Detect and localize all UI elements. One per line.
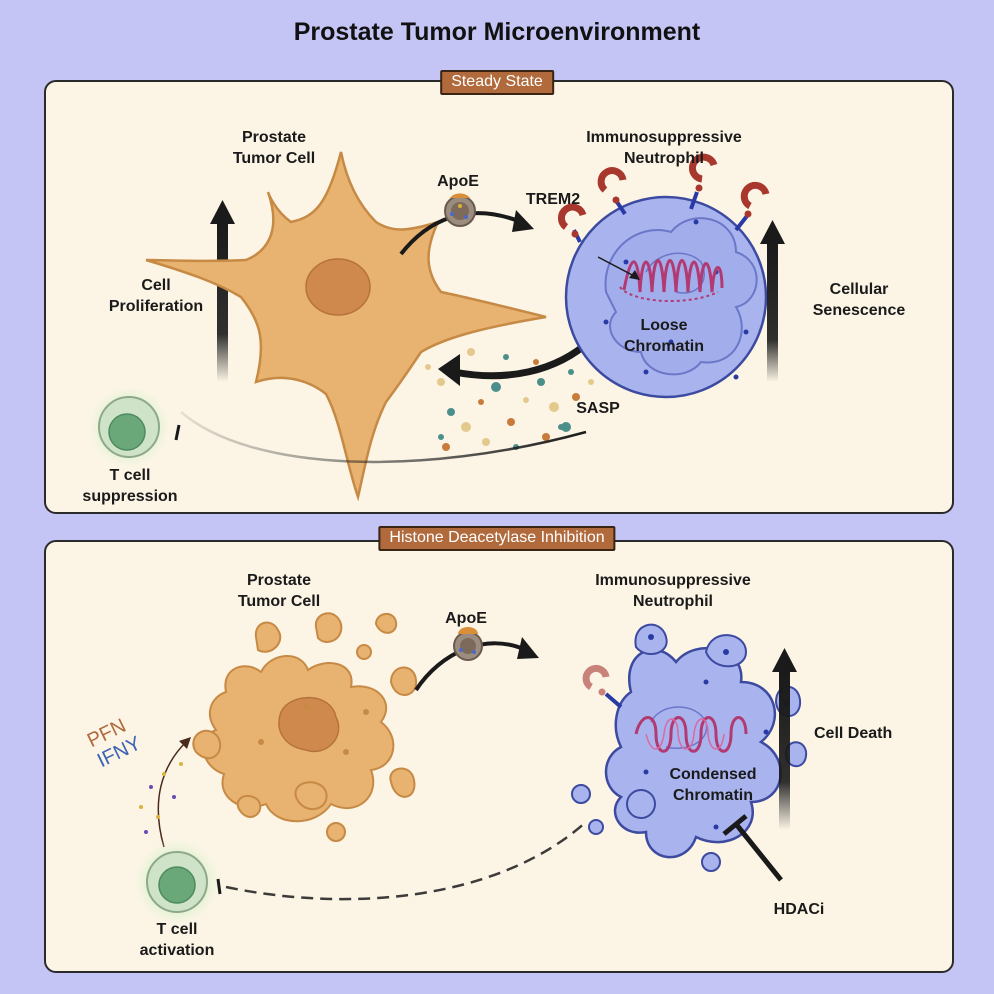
cell-death-label: Cell Death [814, 725, 893, 742]
t-cell [85, 383, 173, 471]
steady-state-panel: Prostate Tumor Cell Immunosuppressive Ne… [44, 80, 954, 514]
cell-proliferation-label-line1: Cell [141, 277, 171, 294]
cell-proliferation-arrow [210, 200, 235, 382]
condensed-chromatin [634, 716, 748, 753]
sasp-particles [425, 323, 600, 451]
cellular-senescence-label: Cellular Senescence [813, 279, 906, 321]
neutrophil-label-line2: Neutrophil [623, 150, 704, 167]
trem2-receptor [688, 153, 718, 210]
tcell-activation-label-line1: T cell [156, 921, 198, 938]
tumor-cell-label-line2: Tumor Cell [232, 150, 316, 167]
tcell-suppression-label-line1: T cell [109, 467, 151, 484]
condensed-chromatin-label-line1: Condensed [669, 766, 757, 783]
condensed-chromatin-label-line2: Chromatin [673, 787, 753, 804]
trem2-label: TREM2 [525, 191, 581, 208]
tumor-cell-label-line1: Prostate [246, 572, 312, 589]
hdac-inhibition-illustration [131, 612, 808, 928]
tumor-cell-label-line1: Prostate [241, 129, 307, 146]
steady-state-illustration [85, 151, 785, 502]
hdac-inhibition-panel: Prostate Tumor Cell Immunosuppressive Ne… [44, 540, 954, 973]
tcell-suppression-line [174, 411, 587, 464]
apoe-label: ApoE [437, 173, 479, 190]
apoe-particle [453, 627, 483, 661]
hdac-inhibition-badge: Histone Deacetylase Inhibition [378, 526, 616, 551]
trem2-signal-arrow [597, 256, 637, 278]
trem2-receptor [582, 664, 623, 709]
neutrophil-label: Immunosuppressive Neutrophil [595, 570, 751, 612]
trem2-receptor [597, 167, 627, 216]
prostate-tumor-cell [145, 151, 547, 502]
loose-chromatin [619, 259, 724, 302]
cellular-senescence-label-line1: Cellular [829, 281, 889, 298]
cell-death-arrow [772, 648, 797, 830]
tcell-suppression-label: T cell suppression [82, 465, 177, 507]
neutrophil-label-line1: Immunosuppressive [586, 129, 742, 146]
tcell-activation-label: T cell activation [140, 919, 215, 961]
trem2-receptor [734, 181, 770, 232]
trem2-signal-arrowhead [629, 270, 640, 280]
condensed-chromatin-label: Condensed Chromatin [669, 764, 756, 806]
t-cell [131, 836, 223, 928]
neutrophil-label: Immunosuppressive Neutrophil [586, 127, 742, 169]
hdaci-label: HDACi [773, 901, 825, 918]
cellular-senescence-label-line2: Senescence [812, 302, 906, 319]
neutrophil-label-line1: Immunosuppressive [595, 572, 751, 589]
steady-state-badge: Steady State [440, 70, 554, 95]
tcell-activation-line [216, 821, 587, 901]
tumor-cell-label: Prostate Tumor Cell [238, 570, 320, 612]
immunosuppressive-neutrophil [564, 195, 768, 399]
loose-chromatin-label: Loose Chromatin [624, 315, 704, 357]
cytokine-arrow [139, 737, 191, 848]
fragmented-tumor-cell [192, 612, 418, 842]
hdaci-inhibition [722, 814, 783, 882]
tcell-activation-label-line2: activation [139, 942, 215, 959]
tcell-suppression-label-line2: suppression [82, 488, 178, 505]
sasp-arrow [438, 337, 594, 386]
tumor-cell-label-line2: Tumor Cell [237, 593, 321, 610]
loose-chromatin-label-line1: Loose [640, 317, 688, 334]
apoe-particle [444, 193, 476, 227]
trem2-receptor [557, 203, 587, 243]
cellular-senescence-arrow [760, 220, 785, 382]
sasp-label: SASP [576, 400, 620, 417]
loose-chromatin-label-line2: Chromatin [624, 338, 704, 355]
figure-title: Prostate Tumor Microenvironment [293, 18, 701, 46]
neutrophil-label-line2: Neutrophil [632, 593, 713, 610]
tumor-cell-label: Prostate Tumor Cell [233, 127, 315, 169]
cell-proliferation-label: Cell Proliferation [109, 275, 203, 317]
cell-proliferation-label-line2: Proliferation [108, 298, 204, 315]
apoe-label: ApoE [445, 610, 487, 627]
